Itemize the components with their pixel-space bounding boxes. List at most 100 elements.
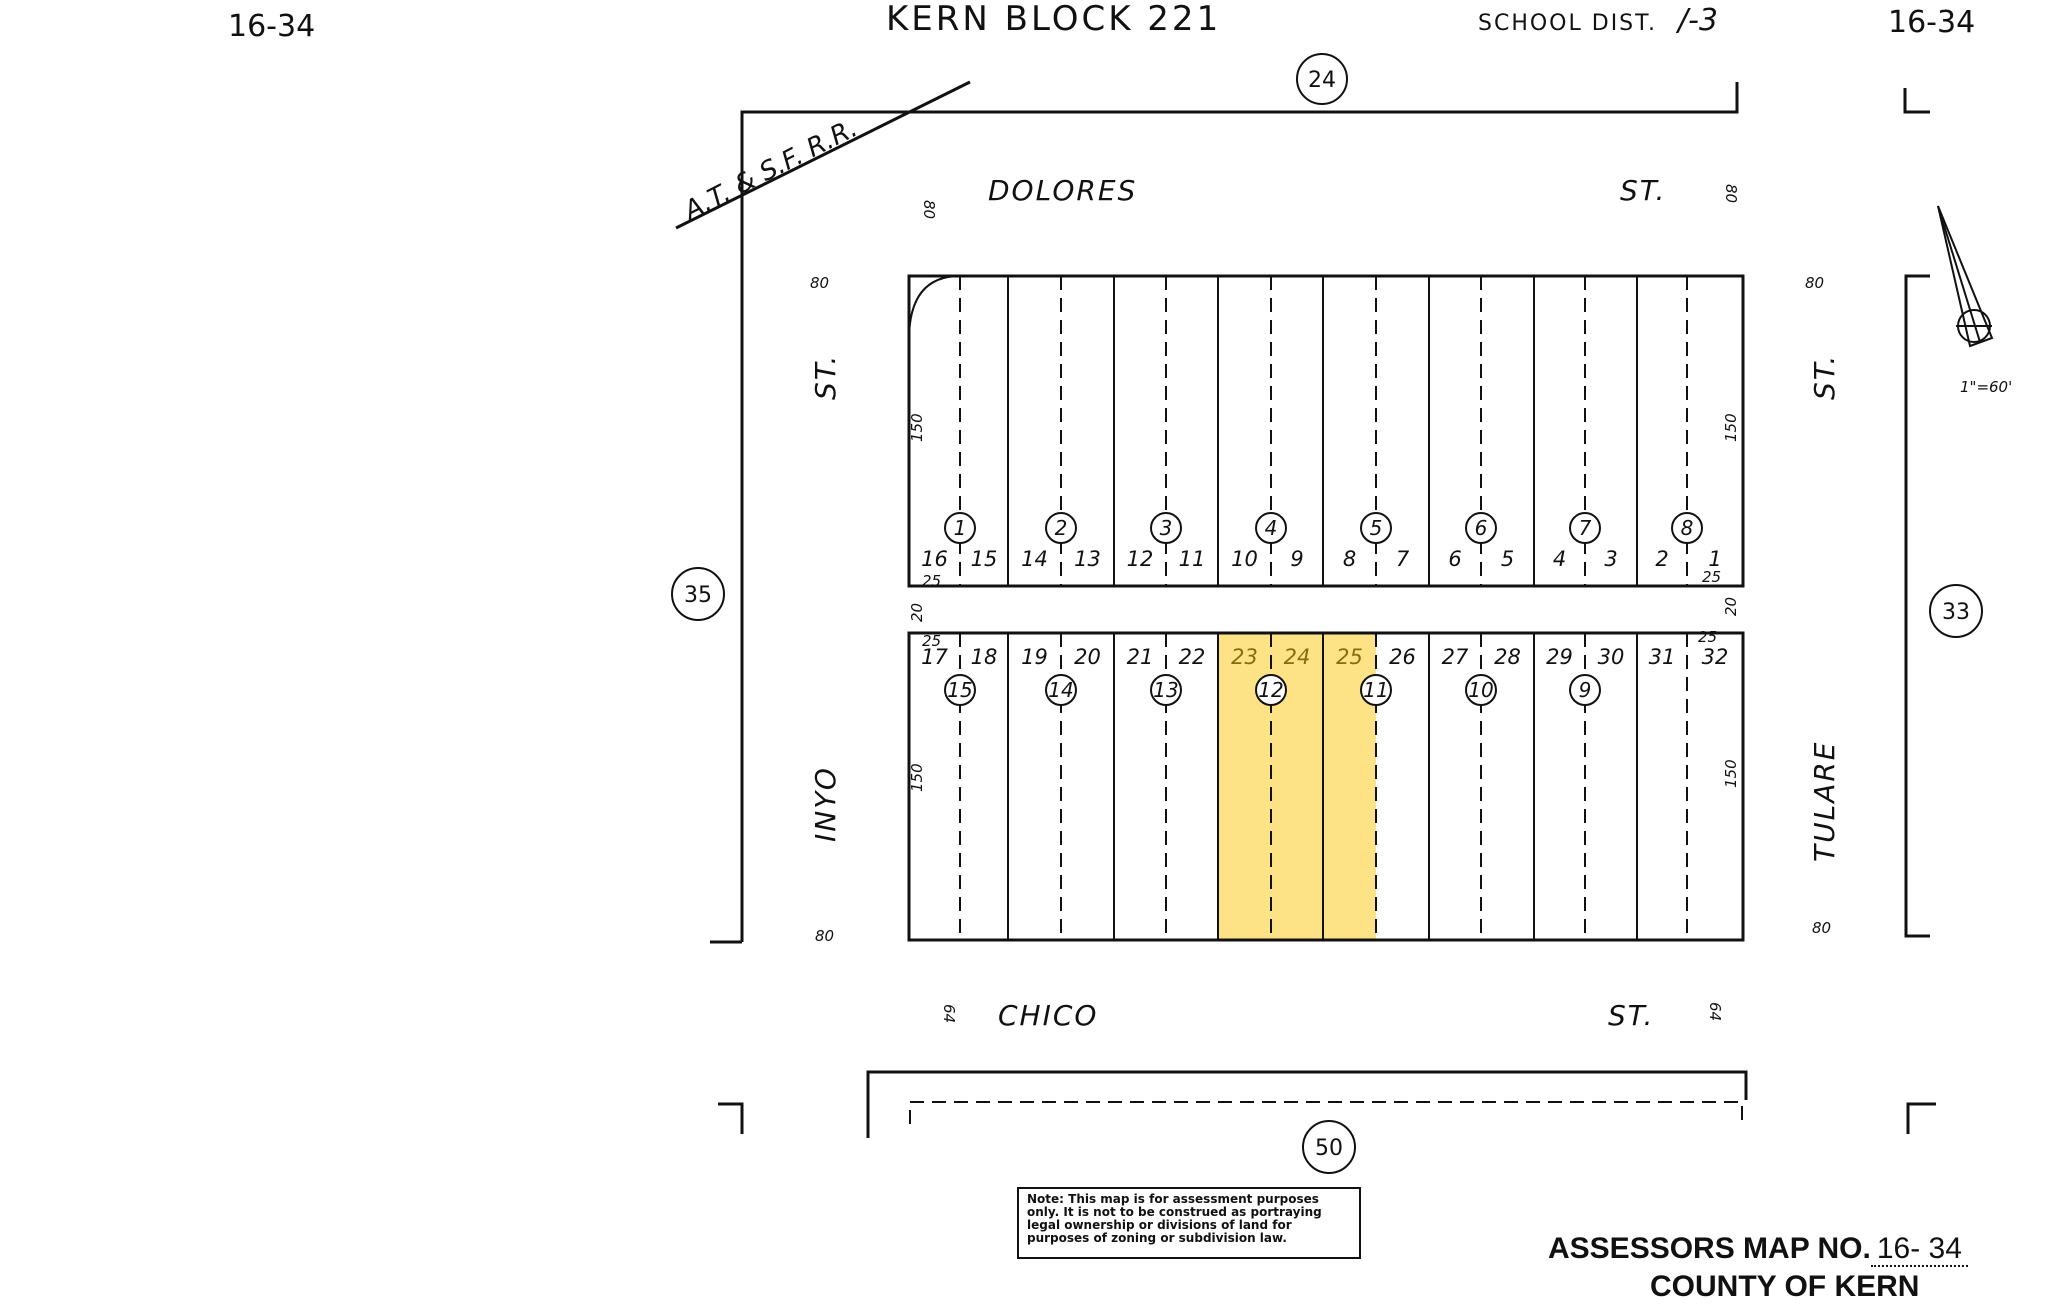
street-dolores: DOLORES — [988, 174, 1137, 207]
south-lot-number[interactable]: 18 — [971, 645, 998, 669]
south-lot-number[interactable]: 23 — [1231, 645, 1258, 669]
north-parcel-circles: 1 2 3 4 5 6 7 8 — [944, 512, 1703, 544]
north-lot-number[interactable]: 3 — [1604, 547, 1617, 571]
north-arrow-icon — [1937, 205, 1994, 348]
north-lot-number[interactable]: 5 — [1501, 547, 1514, 571]
north-lot-number[interactable]: 8 — [1343, 547, 1356, 571]
svg-text:8: 8 — [1681, 516, 1694, 540]
north-lot-number[interactable]: 11 — [1179, 547, 1206, 571]
north-parcel-circle[interactable]: 5 — [1360, 512, 1392, 544]
footer-map-label: ASSESSORS MAP NO. — [1548, 1232, 1871, 1265]
dim-alley-right: 20 — [1722, 597, 1740, 616]
north-parcel-circle[interactable]: 2 — [1045, 512, 1077, 544]
south-parcel-circles: 15 14 13 12 11 10 9 — [944, 674, 1601, 706]
north-lot-numbers: 16 15 14 13 12 11 10 9 8 7 6 5 4 3 2 1 — [921, 547, 1722, 571]
dim-dolores-left: 80 — [920, 200, 938, 219]
dim-dolores-right: 80 — [1722, 184, 1740, 203]
street-dolores-suffix: ST. — [1620, 174, 1666, 207]
south-parcel-circle[interactable]: 12 — [1255, 674, 1287, 706]
north-lot-number[interactable]: 12 — [1127, 547, 1154, 571]
north-parcel-circle[interactable]: 3 — [1150, 512, 1182, 544]
north-lot-number[interactable]: 9 — [1290, 547, 1303, 571]
adjacent-block-top[interactable]: 24 — [1296, 53, 1348, 105]
south-lot-number[interactable]: 24 — [1284, 645, 1311, 669]
outer-boundary-ne-corner — [1903, 88, 1930, 114]
map-number-left: 16-34 — [228, 9, 315, 44]
south-lot-number[interactable]: 27 — [1442, 645, 1469, 669]
south-lot-number[interactable]: 28 — [1494, 645, 1521, 669]
block-50-dashed-line — [909, 1101, 1743, 1124]
nw-corner-curve — [908, 275, 961, 341]
railroad-line — [675, 80, 971, 230]
north-lot-number[interactable]: 1 — [1708, 547, 1721, 571]
south-lot-numbers: 17 18 19 20 21 22 23 24 25 26 27 28 29 30 31 32 — [921, 645, 1728, 669]
svg-text:14: 14 — [1048, 678, 1073, 702]
school-district-value: /-3 — [1675, 3, 1718, 38]
south-parcel-circle[interactable]: 15 — [944, 674, 976, 706]
south-parcel-circle[interactable]: 14 — [1045, 674, 1077, 706]
svg-text:2: 2 — [1055, 516, 1068, 540]
north-lot-number[interactable]: 4 — [1553, 547, 1566, 571]
svg-text:10: 10 — [1468, 678, 1493, 702]
north-lot-number[interactable]: 2 — [1655, 547, 1668, 571]
dim-north-depth-right: 150 — [1722, 413, 1740, 442]
highlighted-parcel-area[interactable] — [1218, 633, 1376, 940]
street-tulare: TULARE — [1808, 741, 1841, 863]
dim-chico-right: 64 — [1706, 1002, 1724, 1021]
south-parcel-circle[interactable]: 11 — [1360, 674, 1392, 706]
south-lot-number[interactable]: 29 — [1546, 645, 1573, 669]
adjacent-block-right[interactable]: 33 — [1929, 584, 1983, 638]
scale-label: 1"=60' — [1960, 378, 2012, 396]
south-parcel-circle[interactable]: 9 — [1569, 674, 1601, 706]
north-parcel-circle[interactable]: 4 — [1255, 512, 1287, 544]
sw-corner-mark — [718, 1102, 744, 1134]
dim-north-depth-left: 150 — [908, 413, 926, 442]
north-lot-number[interactable]: 13 — [1074, 547, 1101, 571]
south-parcel-circle[interactable]: 13 — [1150, 674, 1182, 706]
south-lot-number[interactable]: 20 — [1074, 645, 1101, 669]
dim-alley-left: 20 — [908, 603, 926, 622]
north-lot-number[interactable]: 7 — [1396, 547, 1410, 571]
south-lot-number[interactable]: 22 — [1179, 645, 1206, 669]
svg-text:7: 7 — [1579, 516, 1592, 540]
chico-south-line — [866, 1070, 1748, 1138]
svg-text:12: 12 — [1258, 678, 1283, 702]
svg-text:24: 24 — [1308, 68, 1336, 93]
svg-text:35: 35 — [684, 583, 712, 608]
svg-text:6: 6 — [1475, 516, 1488, 540]
north-parcel-circle[interactable]: 7 — [1569, 512, 1601, 544]
north-parcel-circle[interactable]: 1 — [944, 512, 976, 544]
footer-map-value: 16- 34 — [1870, 1232, 1968, 1267]
north-parcel-circle[interactable]: 6 — [1465, 512, 1497, 544]
north-lot-number[interactable]: 16 — [921, 547, 948, 571]
south-lot-number[interactable]: 26 — [1389, 645, 1416, 669]
north-half-block — [907, 274, 1745, 588]
south-lot-number[interactable]: 31 — [1649, 645, 1676, 669]
adjacent-block-bottom[interactable]: 50 — [1302, 1120, 1356, 1174]
svg-text:3: 3 — [1160, 516, 1173, 540]
north-parcel-circle[interactable]: 8 — [1671, 512, 1703, 544]
south-lot-number[interactable]: 21 — [1127, 645, 1154, 669]
south-lot-number[interactable]: 32 — [1702, 645, 1729, 669]
dim-chico-left: 64 — [940, 1004, 958, 1023]
north-lot-number[interactable]: 10 — [1231, 547, 1258, 571]
south-lot-number[interactable]: 25 — [1336, 645, 1363, 669]
south-lot-number[interactable]: 17 — [921, 645, 948, 669]
south-parcel-circle[interactable]: 10 — [1465, 674, 1497, 706]
svg-text:9: 9 — [1579, 678, 1592, 702]
outer-boundary-nw — [740, 82, 1739, 942]
se-corner-mark — [1906, 1102, 1936, 1134]
svg-text:4: 4 — [1265, 516, 1278, 540]
north-lot-number[interactable]: 15 — [971, 547, 998, 571]
street-tulare-suffix: ST. — [1808, 354, 1841, 400]
north-lot-number[interactable]: 6 — [1448, 547, 1461, 571]
adjacent-block-left[interactable]: 35 — [671, 567, 725, 621]
disclaimer-note: Note: This map is for assessment purpose… — [1017, 1187, 1361, 1259]
south-lot-number[interactable]: 19 — [1021, 645, 1048, 669]
svg-text:33: 33 — [1942, 600, 1970, 625]
north-lot-lines — [959, 276, 1688, 586]
north-lot-number[interactable]: 14 — [1021, 547, 1048, 571]
street-inyo-suffix: ST. — [809, 354, 842, 400]
south-lot-number[interactable]: 30 — [1598, 645, 1625, 669]
